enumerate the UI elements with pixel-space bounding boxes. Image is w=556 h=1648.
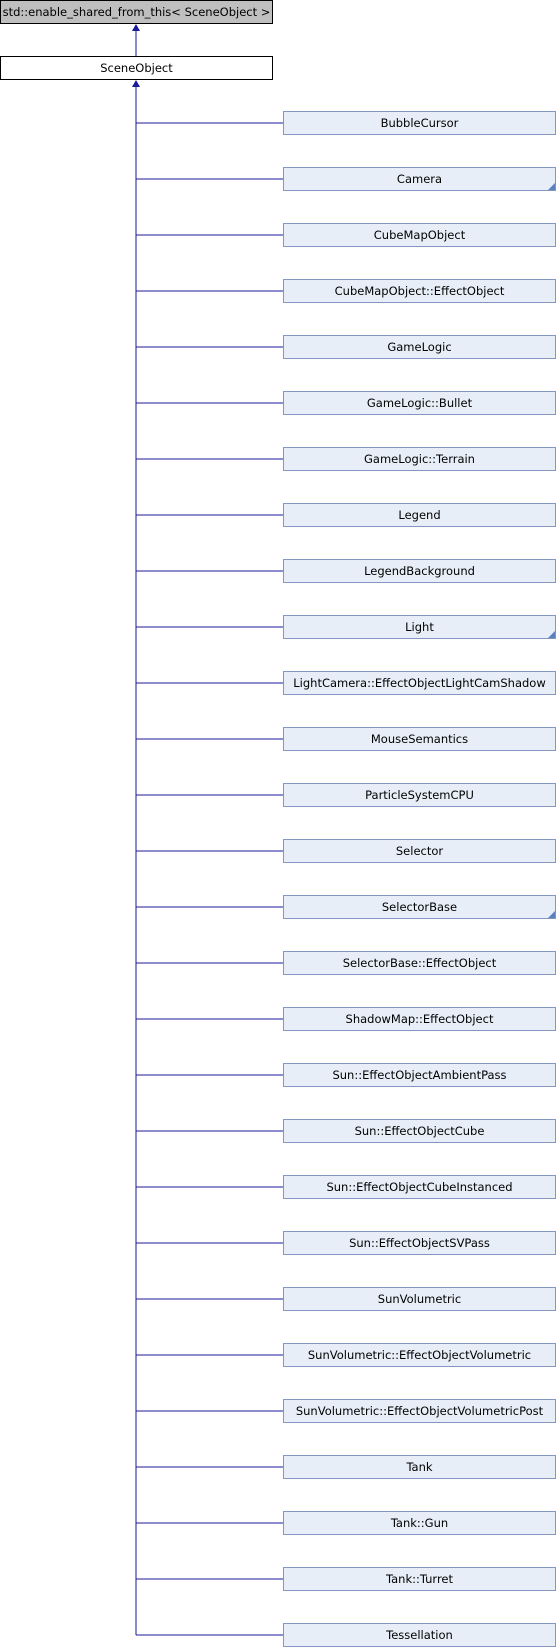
derived-class-box[interactable]: Sun::EffectObjectCubeInstanced — [283, 1175, 556, 1199]
derived-class-label: GameLogic — [387, 340, 452, 354]
derived-class-box[interactable]: Selector — [283, 839, 556, 863]
derived-class-label: Sun::EffectObjectAmbientPass — [332, 1068, 507, 1082]
derived-class-box[interactable]: ParticleSystemCPU — [283, 783, 556, 807]
derived-class-label: CubeMapObject — [373, 228, 466, 242]
derived-class-label: GameLogic::Bullet — [366, 396, 473, 410]
derived-class-label: SunVolumetric::EffectObjectVolumetricPos… — [295, 1404, 544, 1418]
derived-class-label: Camera — [396, 172, 443, 186]
derived-class-box[interactable]: Tank::Gun — [283, 1511, 556, 1535]
derived-class-label: SunVolumetric — [377, 1292, 462, 1306]
derived-class-label: Tank — [406, 1460, 433, 1474]
derived-class-label: LegendBackground — [364, 564, 475, 578]
derived-class-label: Selector — [395, 844, 444, 858]
derived-class-label: MouseSemantics — [370, 732, 469, 746]
derived-class-label: Sun::EffectObjectCube — [354, 1124, 485, 1138]
derived-class-box[interactable]: GameLogic::Bullet — [283, 391, 556, 415]
derived-class-label: Tank::Gun — [390, 1516, 449, 1530]
derived-class-box[interactable]: Tessellation — [283, 1623, 556, 1647]
derived-class-box[interactable]: Sun::EffectObjectCube — [283, 1119, 556, 1143]
derived-class-box[interactable]: Camera — [283, 167, 556, 191]
derived-class-label: Light — [405, 620, 434, 634]
derived-class-label: CubeMapObject::EffectObject — [334, 284, 505, 298]
derived-class-box[interactable]: GameLogic::Terrain — [283, 447, 556, 471]
derived-class-box[interactable]: Sun::EffectObjectAmbientPass — [283, 1063, 556, 1087]
derived-class-box[interactable]: Sun::EffectObjectSVPass — [283, 1231, 556, 1255]
derived-class-box[interactable]: GameLogic — [283, 335, 556, 359]
base-arrowhead — [132, 24, 140, 31]
derived-class-box[interactable]: MouseSemantics — [283, 727, 556, 751]
derived-class-label: Tessellation — [386, 1628, 453, 1642]
derived-class-box[interactable]: CubeMapObject — [283, 223, 556, 247]
derived-class-box[interactable]: Legend — [283, 503, 556, 527]
main-class-label: SceneObject — [100, 61, 173, 75]
derived-class-box[interactable]: SunVolumetric::EffectObjectVolumetric — [283, 1343, 556, 1367]
derived-class-label: Sun::EffectObjectCubeInstanced — [326, 1180, 513, 1194]
derived-class-box[interactable]: SunVolumetric — [283, 1287, 556, 1311]
main-class-box: SceneObject — [0, 56, 273, 80]
derived-class-label: SelectorBase — [381, 900, 458, 914]
derived-class-label: Tank::Turret — [385, 1572, 454, 1586]
derived-class-label: ParticleSystemCPU — [365, 788, 474, 802]
derived-class-box[interactable]: BubbleCursor — [283, 111, 556, 135]
derived-class-box[interactable]: LightCamera::EffectObjectLightCamShadow — [283, 671, 556, 695]
derived-class-box[interactable]: LegendBackground — [283, 559, 556, 583]
inheritance-arrowhead — [132, 80, 140, 87]
derived-class-label: Legend — [398, 508, 441, 522]
derived-class-box[interactable]: Tank — [283, 1455, 556, 1479]
derived-class-box[interactable]: SunVolumetric::EffectObjectVolumetricPos… — [283, 1399, 556, 1423]
derived-class-box[interactable]: Tank::Turret — [283, 1567, 556, 1591]
base-class-box[interactable]: std::enable_shared_from_this< SceneObjec… — [0, 0, 273, 24]
derived-class-label: SunVolumetric::EffectObjectVolumetric — [307, 1348, 532, 1362]
derived-class-box[interactable]: CubeMapObject::EffectObject — [283, 279, 556, 303]
derived-class-label: BubbleCursor — [380, 116, 459, 130]
derived-class-label: ShadowMap::EffectObject — [345, 1012, 494, 1026]
derived-class-label: GameLogic::Terrain — [364, 452, 475, 466]
derived-class-label: SelectorBase::EffectObject — [342, 956, 497, 970]
derived-class-box[interactable]: Light — [283, 615, 556, 639]
derived-class-box[interactable]: ShadowMap::EffectObject — [283, 1007, 556, 1031]
derived-class-box[interactable]: SelectorBase::EffectObject — [283, 951, 556, 975]
derived-class-label: Sun::EffectObjectSVPass — [349, 1236, 490, 1250]
derived-class-box[interactable]: SelectorBase — [283, 895, 556, 919]
base-class-label: std::enable_shared_from_this< SceneObjec… — [2, 5, 271, 19]
derived-class-label: LightCamera::EffectObjectLightCamShadow — [293, 676, 546, 690]
